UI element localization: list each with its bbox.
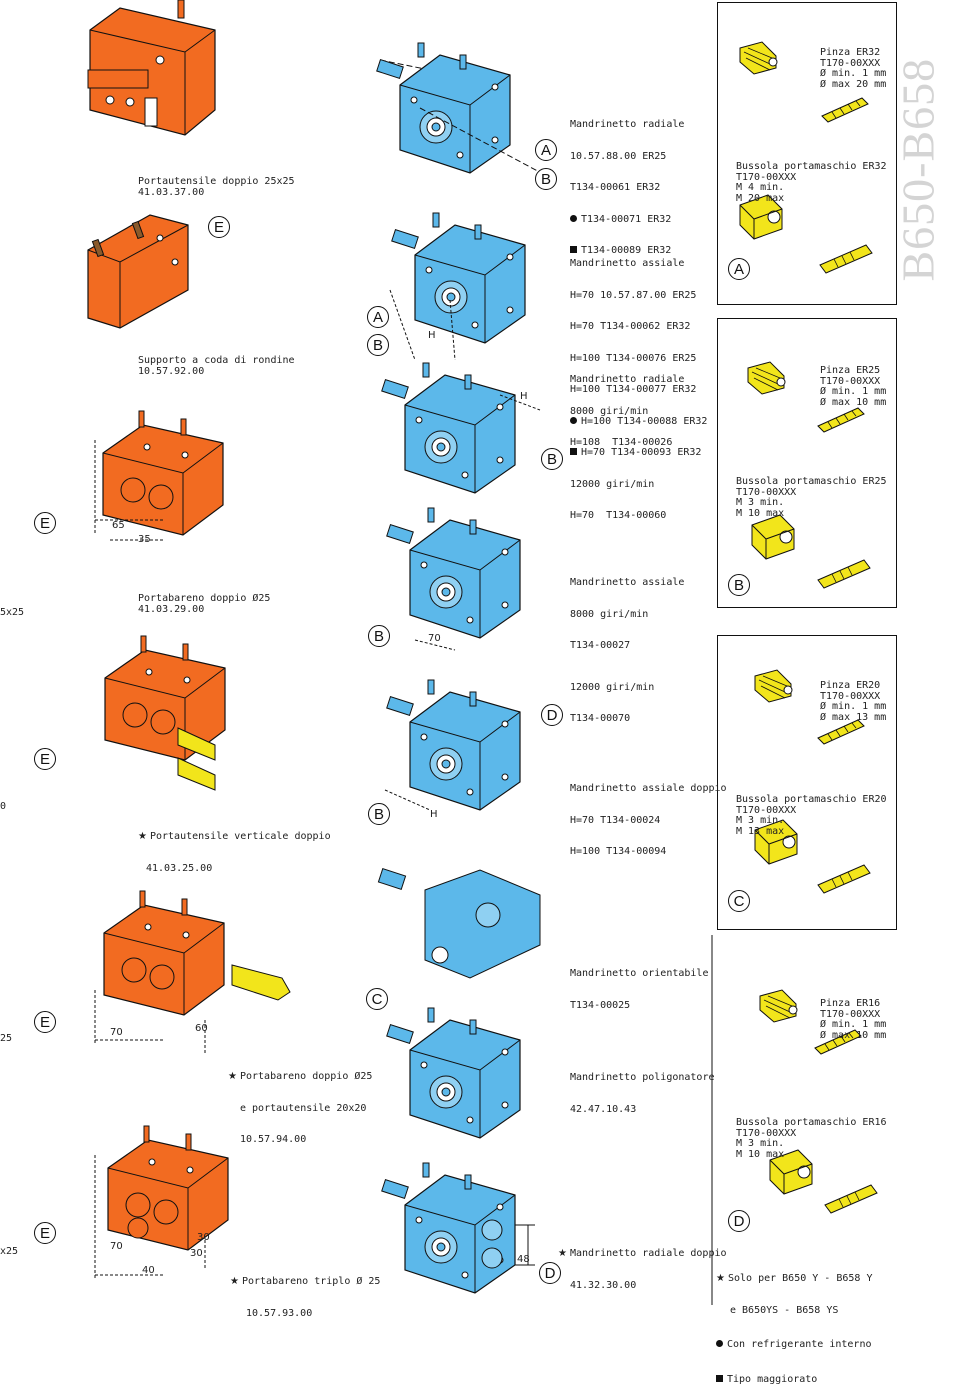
dim-30-b: 30: [197, 1232, 210, 1243]
catalog-illustrations: [87, 0, 878, 1305]
marker-c-1: C: [366, 988, 388, 1010]
caption-radiale: Mandrinetto radiale 10.57.88.00 ER25 T13…: [570, 119, 685, 256]
panel-marker-b: B: [728, 574, 750, 596]
marker-d-1: D: [541, 704, 563, 726]
blue-assiale-8000-illustration: [386, 507, 521, 651]
star-icon: ★: [558, 1248, 567, 1259]
marker-d-2: D: [539, 1262, 561, 1284]
blue-orientabile-illustration: [377, 868, 541, 979]
caption-triplo: ★Portabareno triplo Ø 25 10.57.93.00: [230, 1276, 381, 1319]
er16-tap-illustration: [824, 1184, 878, 1214]
marker-e-1: E: [208, 216, 230, 238]
dim-70-c: 70: [110, 1027, 123, 1038]
marker-b-1: B: [535, 168, 557, 190]
marker-e-4: E: [34, 1011, 56, 1033]
panel-marker-a: A: [728, 258, 750, 280]
dim-h-2: H: [520, 391, 528, 402]
panel-marker-c: C: [728, 890, 750, 912]
caption-assiale: Mandrinetto assiale H=70 10.57.87.00 ER2…: [570, 258, 708, 458]
caption-poligonatore: Mandrinetto poligonatore 42.47.10.43: [570, 1072, 715, 1115]
orange-verticale-illustration: [104, 635, 226, 791]
panel-er20: [717, 635, 897, 930]
blue-poligonatore-illustration: [386, 1007, 521, 1139]
orange-portabareno-20-illustration: [94, 890, 291, 1055]
dot-icon: [716, 1340, 723, 1347]
dim-h-1: H: [428, 330, 436, 341]
orange-doppio-25-illustration: [87, 0, 216, 136]
dim-65: 65: [112, 520, 125, 531]
caption-radiale-doppio: ★Mandrinetto radiale doppio 41.32.30.00: [558, 1248, 727, 1291]
star-icon: ★: [228, 1071, 237, 1082]
dim-70-a: 70: [428, 633, 441, 644]
caption-assiale-doppio: Mandrinetto assiale doppio H=70 T134-000…: [570, 783, 727, 857]
er16-collet-illustration: [759, 989, 798, 1023]
star-icon: ★: [138, 831, 147, 842]
blue-radiale-illustration: [376, 42, 546, 176]
blue-radiale-8000-illustration: [381, 362, 541, 494]
panel-marker-d: D: [728, 1210, 750, 1232]
star-icon: ★: [716, 1273, 725, 1284]
edge-label-1: 5x25: [0, 607, 25, 618]
marker-e-3: E: [34, 748, 56, 770]
panel-er25: [717, 318, 897, 608]
marker-b-4: B: [368, 625, 390, 647]
caption-radiale-8000: Mandrinetto radiale 8000 giri/min H=108 …: [570, 374, 685, 521]
marker-a-2: A: [367, 306, 389, 328]
orange-portabareno-25-illustration: [94, 410, 224, 541]
edge-label-3: 25: [0, 1033, 13, 1044]
marker-b-5: B: [368, 803, 390, 825]
square-icon: [716, 1374, 723, 1382]
orange-triplo-illustration: [94, 1125, 229, 1280]
star-icon: ★: [230, 1276, 239, 1287]
panel-er32: [717, 2, 897, 305]
marker-b-2: B: [367, 334, 389, 356]
dim-60: 60: [195, 1023, 208, 1034]
dim-48: 48: [517, 1254, 530, 1265]
dim-35: 35: [138, 534, 151, 545]
marker-a-1: A: [535, 139, 557, 161]
orange-coda-illustration: [87, 214, 189, 329]
dot-icon: [570, 416, 577, 424]
edge-label-2: 0: [0, 801, 7, 812]
square-icon: [570, 246, 577, 253]
caption-portabareno-20: ★Portabareno doppio Ø25 e portautensile …: [228, 1071, 373, 1145]
blue-assiale-illustration: [389, 212, 526, 361]
marker-e-5: E: [34, 1222, 56, 1244]
legend: ★Solo per B650 Y - B658 Y e B650YS - B65…: [716, 1273, 873, 1385]
marker-e-2: E: [34, 512, 56, 534]
edge-label-4: x25: [0, 1246, 19, 1257]
dim-40: 40: [142, 1265, 155, 1276]
marker-b-3: B: [541, 448, 563, 470]
square-icon: [570, 448, 577, 455]
dim-70-b: 70: [110, 1241, 123, 1252]
dim-h-3: H: [430, 809, 438, 820]
caption-orientabile: Mandrinetto orientabile T134-00025: [570, 968, 709, 1011]
caption-assiale-8000: Mandrinetto assiale 8000 giri/min T134-0…: [570, 577, 685, 724]
blue-assiale-doppio-illustration: [384, 679, 521, 811]
caption-verticale: ★Portautensile verticale doppio 41.03.25…: [138, 831, 331, 874]
dim-30-a: 30: [190, 1248, 203, 1259]
dot-icon: [570, 214, 577, 222]
catalog-title: B650-B658: [892, 57, 944, 282]
blue-radiale-doppio-illustration: [381, 1162, 535, 1294]
